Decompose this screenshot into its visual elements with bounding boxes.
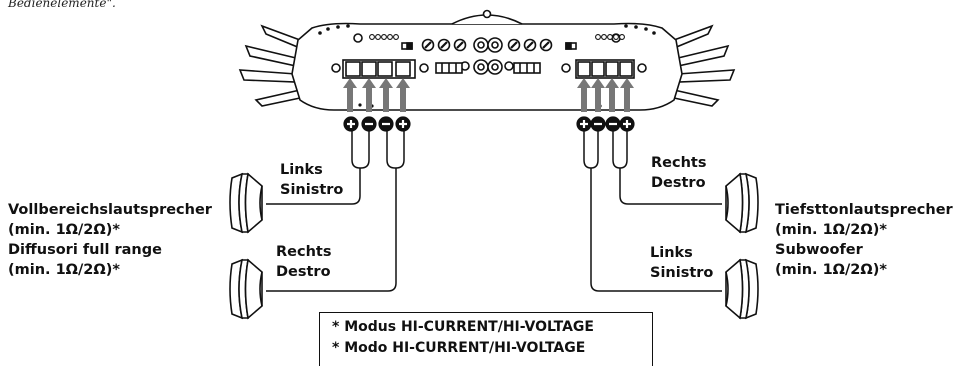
footnote-line-it: * Modo HI-CURRENT/HI-VOLTAGE <box>332 340 586 356</box>
speaker-spec-it: (min. 1Ω/2Ω)* <box>8 262 120 278</box>
channel-label-right-upper: Rechts Destro <box>651 153 706 193</box>
speaker-type-it: Subwoofer <box>775 242 863 258</box>
channel-label-left-lower: Rechts Destro <box>276 242 331 282</box>
connection-arrows <box>343 78 634 112</box>
channel-label-line: Sinistro <box>280 182 344 198</box>
speaker-wires <box>266 131 722 292</box>
speaker-spec-it: (min. 1Ω/2Ω)* <box>775 262 887 278</box>
speaker-spec-de: (min. 1Ω/2Ω)* <box>8 222 120 238</box>
channel-label-line: Links <box>650 245 693 261</box>
footnote-line-de: * Modus HI-CURRENT/HI-VOLTAGE <box>332 319 594 335</box>
amplifier <box>238 9 736 111</box>
channel-label-line: Rechts <box>651 155 707 171</box>
speaker-type-de: Tiefsttonlautsprecher <box>775 202 953 218</box>
channel-label-line: Links <box>280 162 323 178</box>
speaker-upper-left <box>229 172 263 234</box>
channel-label-left-upper: Links Sinistro <box>280 160 343 200</box>
speaker-upper-right <box>725 172 759 234</box>
speaker-spec-de: (min. 1Ω/2Ω)* <box>775 222 887 238</box>
caption-fragment: Bedienelemente". <box>8 0 116 10</box>
speaker-type-it: Diffusori full range <box>8 242 162 258</box>
channel-label-line: Destro <box>651 175 706 191</box>
channel-label-line: Destro <box>276 264 331 280</box>
channel-label-right-lower: Links Sinistro <box>650 243 713 283</box>
mode-footnote: * Modus HI-CURRENT/HI-VOLTAGE * Modo HI-… <box>319 312 653 366</box>
speaker-lower-right <box>725 258 759 320</box>
left-speaker-label: Vollbereichslautsprecher (min. 1Ω/2Ω)* D… <box>8 200 212 280</box>
speaker-type-de: Vollbereichslautsprecher <box>8 202 212 218</box>
right-speaker-label: Tiefsttonlautsprecher (min. 1Ω/2Ω)* Subw… <box>775 200 953 280</box>
speaker-lower-left <box>229 258 263 320</box>
channel-label-line: Sinistro <box>650 265 714 281</box>
polarity-marks <box>347 120 631 128</box>
channel-label-line: Rechts <box>276 244 332 260</box>
